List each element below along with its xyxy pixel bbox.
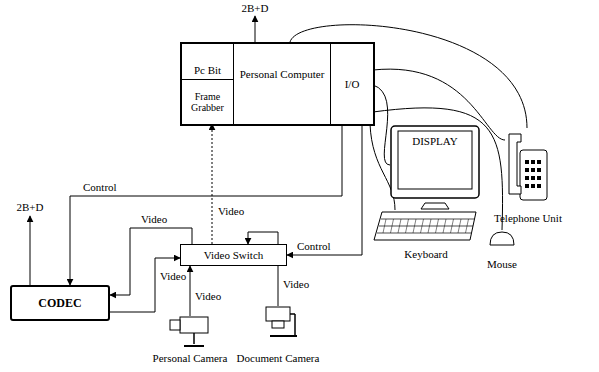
cable <box>373 85 390 165</box>
node-label: I/O <box>345 78 360 90</box>
node-label: Keyboard <box>372 248 480 260</box>
codec-box: CODEC <box>10 285 110 321</box>
line-arrow <box>30 216 31 285</box>
node-label: Personal Computer <box>236 68 328 80</box>
edge-label: Video <box>194 290 222 302</box>
node-label: DISPLAY <box>390 135 480 147</box>
edge-label: Video <box>140 213 168 225</box>
camera-icon <box>258 306 298 338</box>
compartment: I/O <box>330 44 373 124</box>
node-label: Document Camera <box>223 352 333 364</box>
node-label: CODEC <box>38 297 81 309</box>
compartment: Pc Bit <box>182 44 234 80</box>
telephone-unit: Telephone Unit <box>505 128 550 208</box>
signal-line <box>70 124 342 285</box>
line-arrow <box>255 16 256 42</box>
signal-label: 2B+D <box>241 2 270 14</box>
node-label: Personal Camera <box>135 352 245 364</box>
mouse-icon <box>488 230 516 246</box>
keyboard: Keyboard <box>372 210 480 242</box>
camera-icon <box>168 316 212 348</box>
keyboard-icon <box>372 210 480 242</box>
node-label: Video Switch <box>204 249 264 261</box>
display-monitor: DISPLAY <box>390 125 480 203</box>
compartment: Frame Grabber <box>182 80 234 124</box>
signal-line <box>287 124 362 255</box>
node-label: Pc Bit <box>194 64 221 76</box>
camera: Personal Camera <box>168 316 212 348</box>
switch-box: Video Switch <box>180 244 287 266</box>
computer-box: Personal Computer Pc BitFrame Grabber I/O <box>180 42 375 126</box>
edge-label: Control <box>296 240 332 252</box>
edge-label: Video <box>217 205 245 217</box>
monitor-stand <box>421 203 449 209</box>
node-label: Mouse <box>476 258 528 270</box>
signal-label: 2B+D <box>16 201 45 213</box>
edge-label: Video <box>282 278 310 290</box>
camera: Document Camera <box>258 306 298 338</box>
node-label: Frame Grabber <box>182 91 233 113</box>
telephone-unit-icon <box>505 128 550 208</box>
signal-line <box>190 266 191 316</box>
edge-label: Control <box>82 181 118 193</box>
signal-line <box>110 258 180 312</box>
edge-label: Video <box>159 270 187 282</box>
node-label: Telephone Unit <box>483 212 573 224</box>
signal-line <box>212 124 213 244</box>
mouse: Mouse <box>488 230 516 246</box>
